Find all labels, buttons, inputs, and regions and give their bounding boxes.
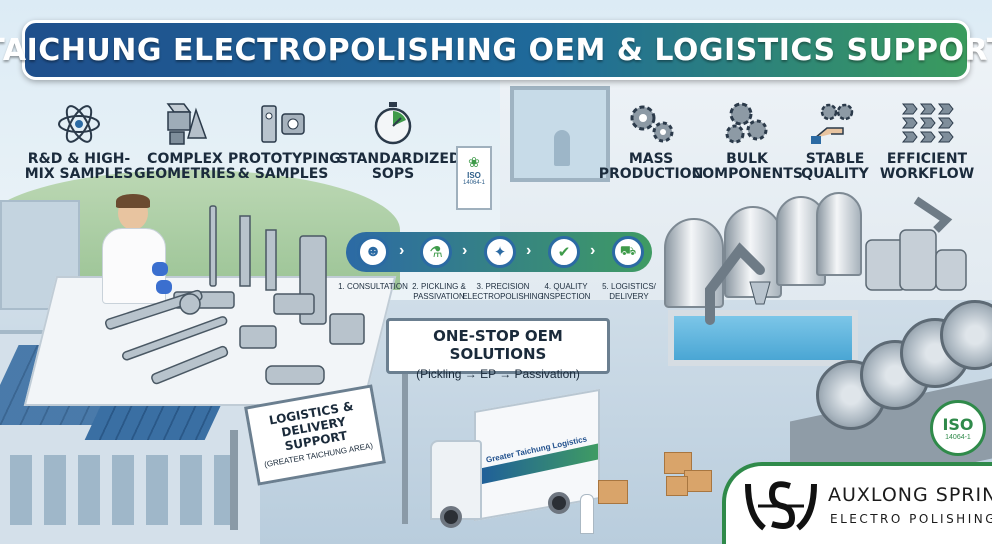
sign-post — [402, 374, 408, 524]
oem-sign-title: ONE-STOP OEM SOLUTIONS — [433, 327, 563, 363]
iso-badge-label: ISO — [942, 415, 974, 434]
steel-tank — [816, 192, 862, 276]
feature-complex-geometries: COMPLEX GEOMETRIES — [130, 96, 240, 182]
step-logistics: ⛟ — [612, 236, 644, 268]
iso-badge: ISO 14064-1 — [930, 400, 986, 456]
warehouse-worker — [580, 494, 594, 534]
solar-panels-small — [84, 400, 224, 440]
logo-panel — [722, 462, 992, 544]
sign-post — [230, 430, 238, 530]
step-label: 3. PRECISION ELECTROPOLISHING — [462, 282, 544, 301]
arrow-grid-icon — [872, 96, 982, 146]
pipe-fittings — [865, 196, 967, 291]
hand-gears-icon — [780, 96, 890, 146]
stopwatch-icon — [338, 96, 448, 146]
office-worker — [554, 130, 570, 166]
feature-label: EFFICIENT WORKFLOW — [879, 151, 975, 182]
feature-standardized-sops: STANDARDIZED SOPs — [338, 96, 461, 182]
iso-sign-label: ISO — [467, 171, 481, 180]
metal-parts-icon — [228, 96, 338, 146]
logo-subtitle: ELECTRO POLISHING — [830, 512, 992, 526]
truck-wheel — [548, 492, 570, 514]
turbine-fan — [940, 300, 992, 370]
check-badge-icon: ✔ — [557, 244, 571, 261]
feature-mass-production: MASS PRODUCTION — [596, 96, 706, 182]
truck-wheel — [440, 506, 462, 528]
oem-solutions-sign: ONE-STOP OEM SOLUTIONS (Pickling → EP → … — [386, 318, 610, 381]
feature-rd-samples: R&D & HIGH-MIX SAMPLES — [24, 96, 134, 182]
feature-label: PROTOTYPING & SAMPLES — [228, 151, 341, 182]
step-consultation: ☻ — [357, 236, 389, 268]
step-label: 4. QUALITY INSPECTION — [541, 282, 591, 301]
cardboard-box — [684, 470, 712, 492]
feature-label: MASS PRODUCTION — [598, 151, 704, 182]
sparkle-icon: ✦ — [493, 244, 507, 261]
feature-stable-quality: STABLE QUALITY — [780, 96, 890, 182]
step-quality-inspection: ✔ — [548, 236, 580, 268]
step-label: 2. PICKLING & PASSIVATION — [412, 282, 466, 301]
iso-badge-number: 14064-1 — [945, 434, 971, 441]
iso-wall-sign: ❀ ISO 14064-1 — [456, 146, 492, 210]
feature-label: BULK COMPONENTS — [692, 151, 803, 182]
geometry-shapes-icon — [130, 96, 240, 146]
iso-sign-number: 14064-1 — [462, 180, 486, 186]
flask-icon: ⚗ — [429, 244, 443, 261]
feature-prototyping: PROTOTYPING & SAMPLES — [228, 96, 341, 182]
feature-label: STABLE QUALITY — [801, 151, 869, 182]
logo-name: AUXLONG SPRING — [828, 484, 992, 506]
oem-sign-subtitle: (Pickling → EP → Passivation) — [416, 367, 580, 381]
truck-icon: ⛟ — [619, 243, 637, 258]
step-pickling: ⚗ — [420, 236, 452, 268]
robot-arm — [705, 242, 771, 325]
gears-icon — [692, 96, 802, 146]
auxlong-logo-icon — [745, 481, 817, 531]
feature-efficient-workflow: EFFICIENT WORKFLOW — [872, 96, 982, 182]
cardboard-box — [664, 452, 692, 474]
feature-bulk-components: BULK COMPONENTS — [692, 96, 803, 182]
building-windows — [10, 455, 240, 525]
step-electropolishing: ✦ — [484, 236, 516, 268]
chevron-right-icon: › — [399, 242, 405, 259]
feature-label: COMPLEX GEOMETRIES — [134, 151, 236, 182]
electrolyte-bath — [668, 310, 858, 366]
office-window — [510, 86, 610, 182]
person-icon: ☻ — [364, 243, 382, 260]
chevron-right-icon: › — [526, 242, 532, 259]
page-title: TAICHUNG ELECTROPOLISHING OEM & LOGISTIC… — [0, 32, 992, 68]
cardboard-box — [666, 476, 688, 496]
atom-icon — [24, 96, 134, 146]
step-label: 1. CONSULTATION — [338, 282, 408, 291]
metal-parts-on-desk — [104, 205, 365, 385]
chevron-right-icon: › — [462, 242, 468, 259]
title-banner: TAICHUNG ELECTROPOLISHING OEM & LOGISTIC… — [0, 20, 992, 80]
scientist — [98, 194, 172, 306]
feature-label: STANDARDIZED SOPs — [338, 151, 461, 182]
step-label: 5. LOGISTICS/ DELIVERY — [602, 282, 656, 301]
chevron-right-icon: › — [590, 242, 596, 259]
gears-icon — [596, 96, 706, 146]
feature-label: R&D & HIGH-MIX SAMPLES — [24, 151, 134, 182]
leaf-icon: ❀ — [468, 154, 480, 170]
cardboard-box — [598, 480, 628, 504]
